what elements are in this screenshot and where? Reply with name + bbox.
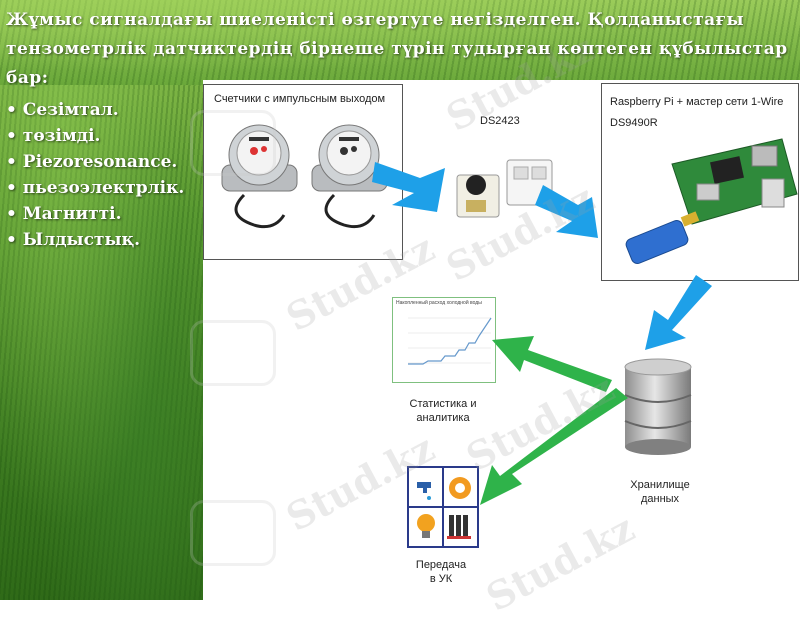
water-meters-image xyxy=(221,124,388,229)
list-item: төзімді. xyxy=(6,123,184,149)
raspberry-board-icon xyxy=(671,138,798,225)
list-item: пьезоэлектрлік. xyxy=(6,175,184,201)
water-meter-icon xyxy=(221,124,298,229)
meters-box: Счетчики с импульсным выходом xyxy=(203,84,403,260)
radiator-icon xyxy=(447,515,471,539)
chart-line xyxy=(408,317,492,365)
grass-header-background xyxy=(0,0,800,85)
list-item: Piezoresonance. xyxy=(6,149,184,175)
ds2423-label: DS2423 xyxy=(480,115,520,127)
ds2423-modules-image xyxy=(456,159,553,218)
meters-label: Счетчики с импульсным выходом xyxy=(214,93,386,105)
light-bulb-icon xyxy=(417,514,435,538)
page-heading: Жұмыс сигналдағы шиеленісті өзгертуге не… xyxy=(6,10,788,88)
usb-adapter-icon xyxy=(625,211,700,264)
water-meter-icon xyxy=(311,124,388,229)
statistics-chart: Накопленный расход холодной воды xyxy=(392,297,496,383)
raspberry-label: Raspberry Pi + мастер сети 1-Wire xyxy=(610,96,784,108)
gas-stove-icon xyxy=(449,477,471,499)
module-icon xyxy=(506,159,553,206)
storage-label: Хранилище данных xyxy=(630,479,690,505)
bullet-list: Сезімтал. төзімді. Piezoresonance. пьезо… xyxy=(6,97,184,253)
transfer-label: Передача в УК xyxy=(415,559,467,585)
database-icon xyxy=(624,358,692,455)
raspberry-box: Raspberry Pi + мастер сети 1-Wire DS9490… xyxy=(601,83,799,281)
ds9490r-label: DS9490R xyxy=(610,117,658,129)
raspberry-pi-image xyxy=(625,138,798,264)
chart-title: Накопленный расход холодной воды xyxy=(396,300,482,306)
list-item: Ылдыстық. xyxy=(6,227,184,253)
module-icon xyxy=(456,174,500,218)
list-item: Сезімтал. xyxy=(6,97,184,123)
water-tap-icon xyxy=(417,482,431,500)
utilities-grid xyxy=(407,466,479,548)
statistics-label: Статистика и аналитика xyxy=(409,398,477,424)
list-item: Магнитті. xyxy=(6,201,184,227)
